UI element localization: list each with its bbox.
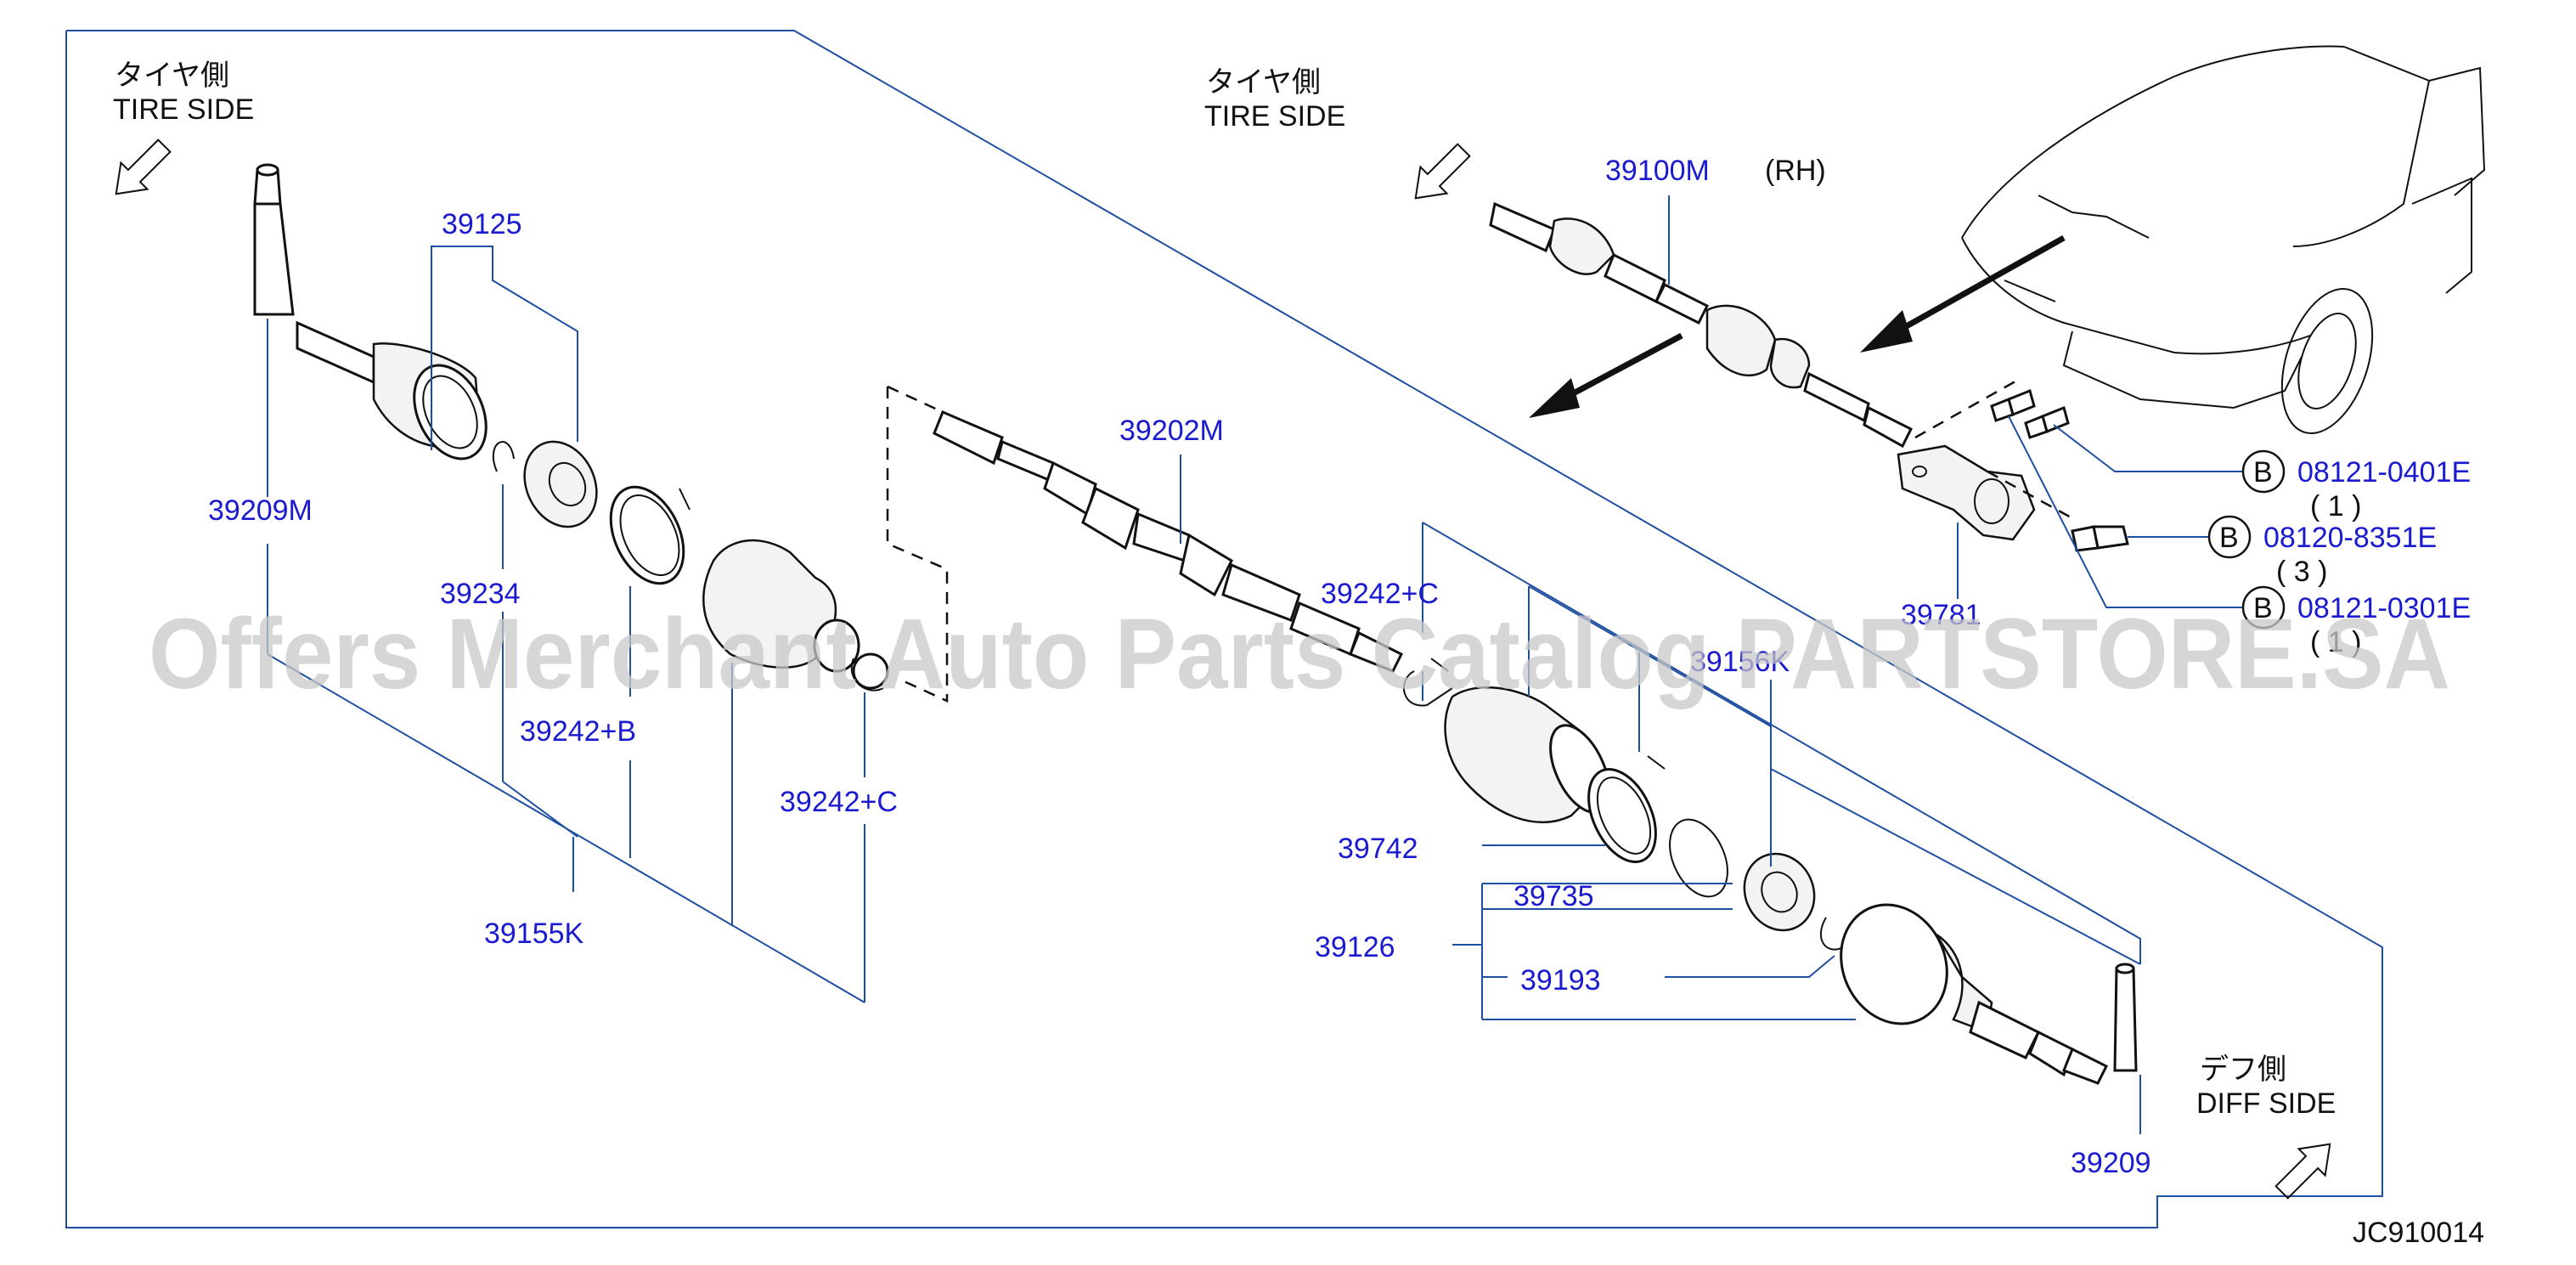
bolt-callout-1: B 08121-0401E ( 1 ) [2241,449,2471,522]
bolt-badge-2: B [2219,522,2239,554]
arrow-up-left-icon [115,138,172,195]
label-39242C-mid: 39242+C [1321,578,1439,610]
cage-bearing-drawing [523,440,598,528]
watermark-text: Offers Merchant Auto Parts Catalog PARTS… [149,598,2450,710]
bolt-icons [1990,388,2129,552]
tire-side-right-block: タイヤ側 TIRE SIDE [1204,66,1471,200]
label-39100M: 39100M [1605,155,1710,187]
label-39126: 39126 [1315,931,1395,963]
label-39209: 39209 [2071,1147,2151,1179]
label-39781: 39781 [1901,599,1981,631]
band-39742-drawing [1587,755,1666,863]
diff-side-en: DIFF SIDE [2196,1087,2336,1120]
band-39242B-drawing [609,485,691,585]
tire-side-left-en: TIRE SIDE [113,93,254,126]
label-39735: 39735 [1513,880,1594,912]
label-39234: 39234 [440,578,521,610]
label-39156K: 39156K [1690,646,1790,678]
diagram-code: JC910014 [2353,1217,2484,1249]
bolt-part-3: 08121-0301E [2297,592,2471,624]
arrow-up-left-icon [1414,143,1471,200]
label-39125: 39125 [442,208,522,240]
label-39209M: 39209M [208,494,313,527]
bolt-qty-2: ( 3 ) [2276,556,2327,588]
band-39242C-left [850,658,884,692]
label-39242B: 39242+B [520,715,636,748]
drive-shaft-assembly-drawing [1489,201,1914,449]
bolt-part-2: 08120-8351E [2263,522,2437,554]
direction-arrows [1529,234,2066,418]
bolt-part-1: 08121-0401E [2297,456,2471,488]
arrow-down-right-icon [2274,1143,2331,1200]
tire-side-left-block: タイヤ側 TIRE SIDE [113,59,254,195]
label-39193: 39193 [1520,964,1601,997]
bolt-badge-1: B [2253,456,2273,488]
snap-ring-39234 [492,441,515,472]
label-rh: (RH) [1765,155,1826,187]
tire-side-left-jp: タイヤ側 [115,59,229,92]
tire-side-right-en: TIRE SIDE [1204,100,1345,133]
diff-side-jp: デフ側 [2200,1053,2286,1086]
bolt-badge-3: B [2253,592,2273,624]
diagram-frame [65,30,2383,1228]
label-39742: 39742 [1338,833,1418,865]
tire-side-right-jp: タイヤ側 [1206,66,1321,99]
bolt-qty-3: ( 1 ) [2310,626,2361,658]
snap-ring-39193 [1820,917,1844,951]
label-39202M: 39202M [1119,415,1224,447]
vehicle-front-sketch [1961,45,2486,434]
inner-joint-drawing [1840,903,2109,1085]
label-39242C-left: 39242+C [780,786,898,818]
bolt-callout-3: B 08121-0301E ( 1 ) [2241,585,2471,658]
label-39155K: 39155K [484,918,584,950]
boot-drawing [702,539,889,690]
bolt-qty-1: ( 1 ) [2310,490,2361,522]
ring-39735 [1669,818,1728,898]
shaft-39209-drawing [2113,963,2138,1072]
outer-joint-39125-drawing [296,320,488,460]
cage-bearing-right-drawing [1743,852,1816,932]
knuckle-39781-drawing [1897,376,2073,541]
diff-side-block: デフ側 DIFF SIDE [2196,1053,2336,1200]
shaft-39209M-drawing [253,163,295,316]
bolt-callout-2: B 08120-8351E ( 3 ) [2207,515,2437,588]
band-39242C-mid [1403,670,1453,707]
shaft-39202M-drawing [933,410,1404,673]
